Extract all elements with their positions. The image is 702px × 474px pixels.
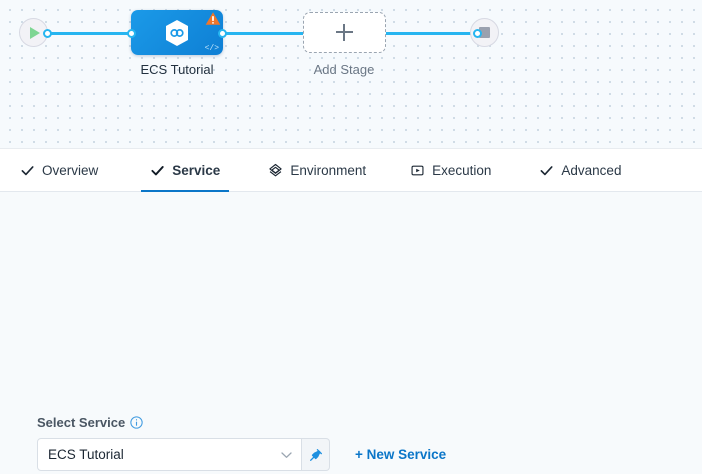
- port-stage-out[interactable]: [218, 29, 227, 38]
- check-icon: [540, 165, 553, 175]
- pin-service-button[interactable]: [302, 438, 330, 471]
- stop-icon: [479, 27, 490, 38]
- check-icon: [151, 165, 164, 175]
- play-box-icon: [411, 165, 424, 175]
- pin-icon: [309, 448, 322, 461]
- service-form-panel: Select Service ECS Tutorial + New Servic…: [0, 192, 702, 474]
- select-service-row: ECS Tutorial + New Service: [37, 438, 446, 471]
- play-icon: [30, 26, 40, 39]
- layers-icon: [269, 163, 282, 176]
- tab-overview[interactable]: Overview: [20, 148, 98, 192]
- port-start-out[interactable]: [43, 29, 52, 38]
- warning-triangle-icon: [205, 12, 221, 25]
- service-select-value: ECS Tutorial: [48, 447, 124, 462]
- add-stage-label: Add Stage: [313, 62, 375, 77]
- pipeline-canvas[interactable]: </> ECS Tutorial Add Stage: [0, 0, 702, 148]
- select-service-label: Select Service: [37, 415, 126, 430]
- tab-overview-label: Overview: [42, 162, 99, 178]
- select-service-label-group: Select Service: [37, 415, 143, 430]
- stage-node-label: ECS Tutorial: [140, 62, 214, 77]
- check-icon: [21, 165, 34, 175]
- tab-environment-label: Environment: [290, 162, 367, 178]
- service-select[interactable]: ECS Tutorial: [37, 438, 302, 471]
- edge-stage-to-addstage: [222, 32, 304, 35]
- tab-advanced-label: Advanced: [561, 162, 622, 178]
- edge-addstage-to-end: [386, 32, 478, 35]
- edge-start-to-stage: [44, 32, 136, 35]
- chevron-down-icon: [281, 451, 292, 458]
- stage-tab-bar: Overview Service Environment Execution A…: [0, 148, 702, 193]
- tab-service-label: Service: [172, 162, 221, 178]
- tab-execution[interactable]: Execution: [410, 148, 491, 192]
- code-glyph: </>: [204, 44, 219, 53]
- stage-node-ecs-tutorial[interactable]: </>: [131, 10, 223, 55]
- tab-service[interactable]: Service: [141, 148, 230, 193]
- tab-environment[interactable]: Environment: [268, 148, 366, 192]
- harness-hexagon-icon: [166, 19, 188, 46]
- port-stage-in[interactable]: [127, 29, 136, 38]
- add-stage-button[interactable]: [303, 12, 386, 53]
- tab-execution-label: Execution: [432, 162, 492, 178]
- port-end-in[interactable]: [473, 29, 482, 38]
- tab-advanced[interactable]: Advanced: [539, 148, 621, 192]
- plus-icon: [336, 24, 353, 41]
- new-service-button[interactable]: + New Service: [355, 447, 447, 462]
- info-icon[interactable]: [130, 416, 143, 429]
